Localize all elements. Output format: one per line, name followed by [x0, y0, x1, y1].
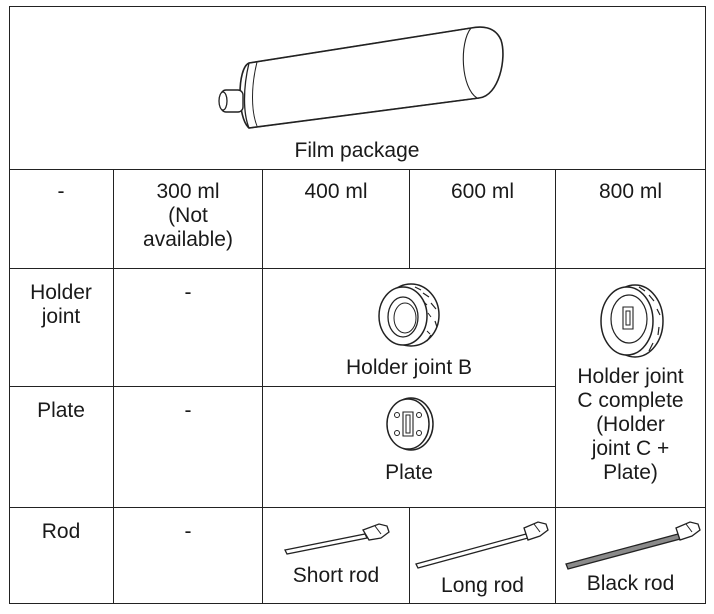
film-package-label: Film package [294, 139, 420, 162]
row-label-rod: Rod [9, 508, 114, 604]
plate-icon [383, 395, 435, 453]
holder-joint-c-label: Holder joint C complete (Holder joint C … [577, 365, 684, 484]
long-rod-cell: Long rod [410, 508, 556, 604]
holder-joint-b-label: Holder joint B [345, 356, 473, 379]
col-header-800ml: 800 ml [556, 170, 706, 269]
col-header-600ml: 600 ml [410, 170, 556, 269]
plate-label: Plate [385, 461, 433, 484]
short-rod-icon [283, 518, 393, 558]
short-rod-cell: Short rod [263, 508, 410, 604]
film-package-icon [209, 18, 519, 143]
holder-joint-b-cell: Holder joint B [263, 269, 556, 387]
col-header-400ml: 400 ml [263, 170, 410, 269]
short-rod-label: Short rod [292, 564, 380, 587]
col-header-300ml: 300 ml (Not available) [114, 170, 263, 269]
plate-300ml-cell: - [114, 387, 263, 508]
black-rod-cell: Black rod [556, 508, 706, 604]
holder-joint-c-cell: Holder joint C complete (Holder joint C … [556, 269, 706, 508]
col-header-dash: - [9, 170, 114, 269]
row-label-holder-joint: Holder joint [9, 269, 114, 387]
long-rod-label: Long rod [441, 574, 524, 597]
rod-300ml-cell: - [114, 508, 263, 604]
row-label-plate: Plate [9, 387, 114, 508]
long-rod-icon [414, 514, 552, 572]
black-rod-icon [564, 516, 704, 574]
holder-joint-c-icon [593, 281, 667, 361]
plate-cell: Plate [263, 387, 556, 508]
film-package-cell: Film package [9, 6, 706, 170]
black-rod-label: Black rod [586, 572, 675, 595]
holder-joint-b-icon [371, 281, 443, 351]
holder-joint-300ml-cell: - [114, 269, 263, 387]
